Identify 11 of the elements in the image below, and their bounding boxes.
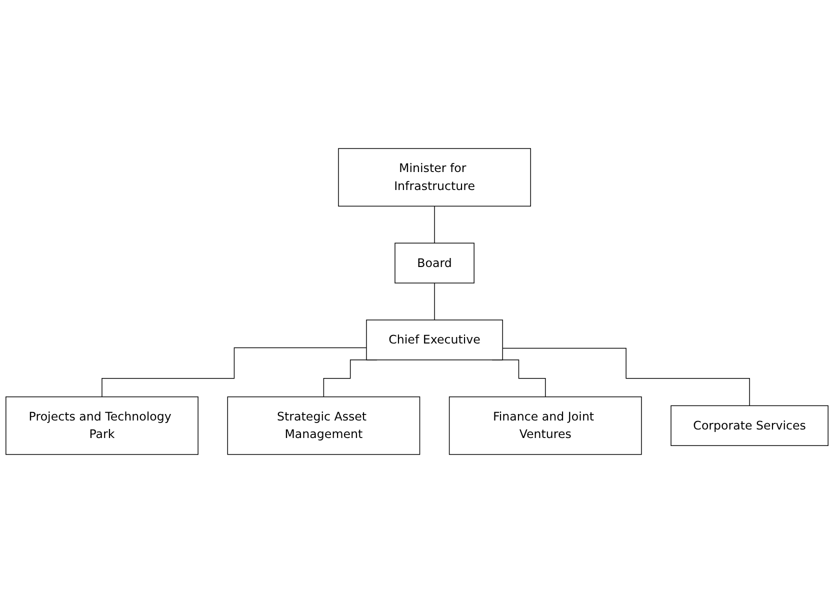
connector	[102, 347, 367, 398]
node-box: Minister for Infrastructure	[338, 148, 531, 207]
connector	[502, 348, 750, 406]
node-box: Finance and Joint Ventures	[448, 396, 642, 455]
connector	[434, 282, 435, 320]
node-box: Board	[394, 242, 474, 284]
node-box: Chief Executive	[366, 320, 503, 360]
node-box: Strategic Asset Management	[227, 396, 420, 455]
connector	[434, 206, 435, 244]
node-box: Corporate Services	[670, 405, 828, 446]
node-box: Projects and Technology Park	[6, 396, 198, 455]
